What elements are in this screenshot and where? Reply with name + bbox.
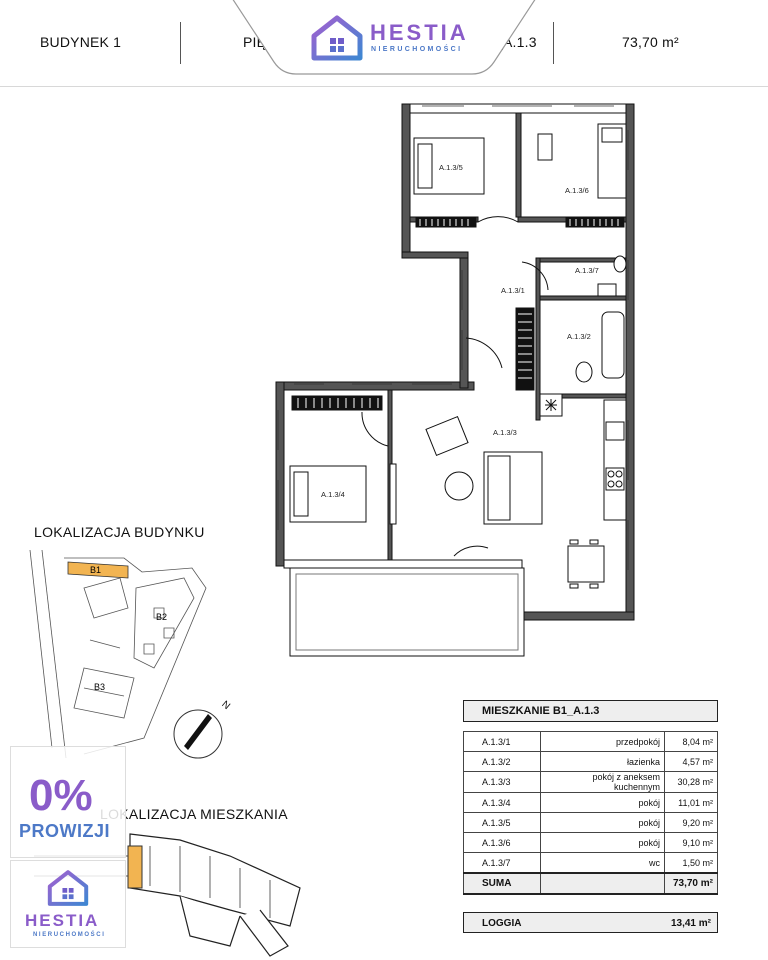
floor-plan: A.1.3/5 A.1.3/6 A.1.3/7 A.1.3/1 A.1.3/2 …	[262, 100, 654, 660]
room-area: 1,50 m²	[664, 852, 718, 874]
room-label: A.1.3/7	[574, 266, 600, 275]
loggia-label: LOGGIA	[482, 918, 522, 929]
room-area: 30,28 m²	[664, 771, 718, 793]
room-name: wc	[540, 852, 665, 874]
sum-label: SUMA	[463, 872, 541, 895]
room-label: A.1.3/3	[492, 428, 518, 437]
apartment-table-title: MIESZKANIE B1_A.1.3	[463, 700, 718, 722]
header-bar: BUDYNEK 1 PIĘT _A.1.3 73,70 m²	[0, 0, 768, 88]
room-id: A.1.3/7	[463, 852, 541, 874]
promo-logo-name: HESTIA	[25, 911, 100, 930]
room-id: A.1.3/2	[463, 751, 541, 772]
promo-percent: 0%	[29, 771, 93, 820]
apartment-area-label: 73,70 m²	[622, 34, 679, 50]
building-label-b1: B1	[90, 565, 101, 575]
house-logo-icon	[47, 870, 89, 906]
room-label: A.1.3/2	[566, 332, 592, 341]
building-location-map: B1 B2 B3	[29, 549, 207, 759]
room-name: pokój	[540, 792, 665, 813]
room-area: 9,20 m²	[664, 812, 718, 833]
room-id: A.1.3/5	[463, 812, 541, 833]
compass-icon	[173, 709, 223, 759]
promo-logo-subtitle: NIERUCHOMOŚCI	[33, 932, 106, 938]
header-divider	[553, 22, 554, 64]
loggia-area: 13,41 m²	[670, 918, 711, 929]
logo-name: HESTIA	[370, 20, 469, 45]
room-id: A.1.3/1	[463, 731, 541, 752]
loggia-row: LOGGIA 13,41 m²	[463, 912, 718, 933]
room-name: przedpokój	[540, 731, 665, 752]
house-logo-icon	[311, 15, 363, 61]
room-area: 8,04 m²	[664, 731, 718, 752]
room-name: pokój	[540, 832, 665, 853]
room-label: A.1.3/4	[320, 490, 346, 499]
sum-area: 73,70 m²	[664, 872, 718, 895]
header-underline	[0, 86, 768, 87]
room-label: A.1.3/1	[500, 286, 526, 295]
promo-logo[interactable]: HESTIA NIERUCHOMOŚCI	[10, 860, 126, 948]
room-name: pokój	[540, 812, 665, 833]
room-area: 4,57 m²	[664, 751, 718, 772]
room-id: A.1.3/6	[463, 832, 541, 853]
room-label: A.1.3/5	[438, 163, 464, 172]
building-label-b2: B2	[156, 612, 167, 622]
room-id: A.1.3/3	[463, 771, 541, 793]
promo-text: PROWIZJI	[19, 821, 111, 841]
building-label-b3: B3	[94, 682, 105, 692]
building-location-title: LOKALIZACJA BUDYNKU	[34, 524, 205, 540]
logo-tab[interactable]: HESTIA NIERUCHOMOŚCI	[232, 0, 536, 78]
promo-badge[interactable]: 0% PROWIZJI	[10, 746, 126, 858]
room-name: pokój z aneksem kuchennym	[540, 771, 665, 793]
sum-row: SUMA 73,70 m²	[463, 872, 718, 895]
room-name: łazienka	[540, 751, 665, 772]
header-divider	[180, 22, 181, 64]
apartment-location-title: LOKALIZACJA MIESZKANIA	[100, 806, 288, 822]
room-label: A.1.3/6	[564, 186, 590, 195]
building-label: BUDYNEK 1	[40, 34, 122, 50]
room-area: 11,01 m²	[664, 792, 718, 813]
logo-subtitle: NIERUCHOMOŚCI	[371, 46, 463, 53]
room-area: 9,10 m²	[664, 832, 718, 853]
room-id: A.1.3/4	[463, 792, 541, 813]
floor-plan-drawing	[275, 103, 635, 657]
